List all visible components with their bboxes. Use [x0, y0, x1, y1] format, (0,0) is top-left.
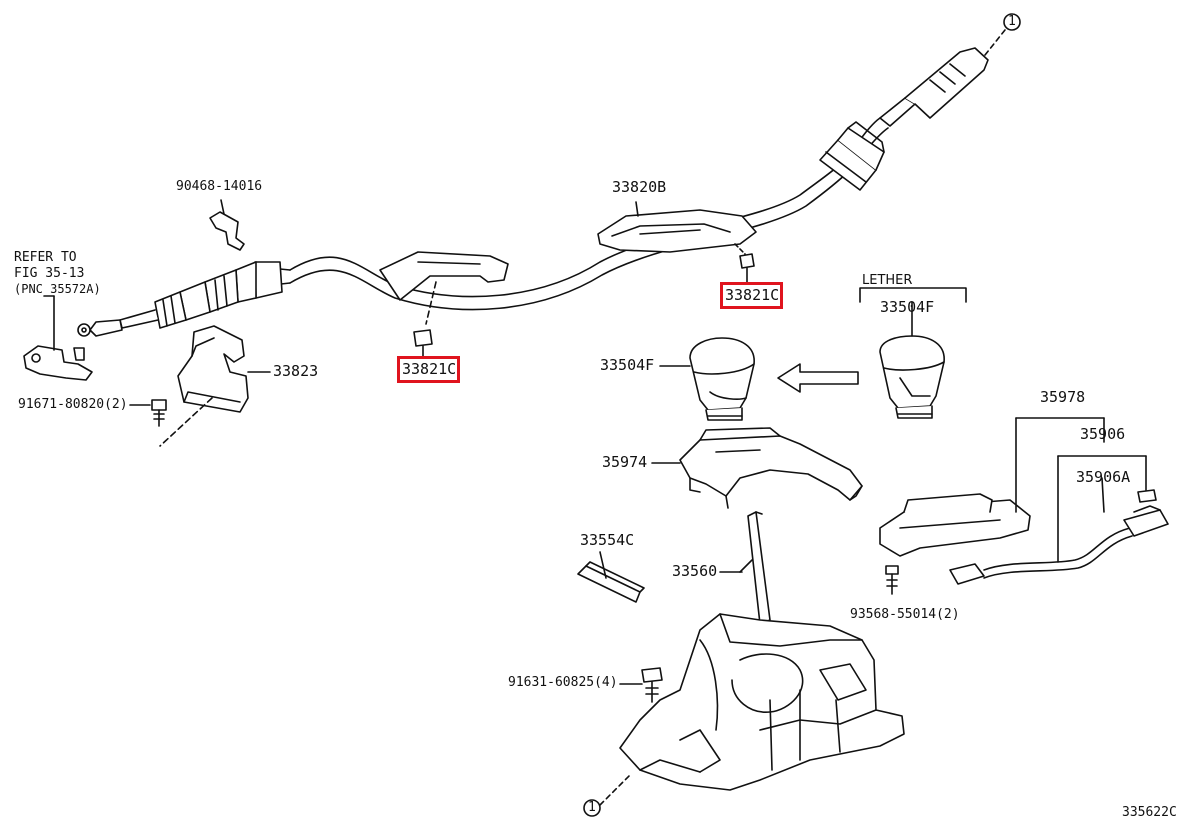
ref-marker-top	[1003, 13, 1021, 31]
label-33820b: 33820B	[612, 178, 667, 196]
label-33504f-left: 33504F	[600, 356, 655, 374]
ref-marker-top-label: 1	[1008, 14, 1016, 29]
label-35906a: 35906A	[1076, 468, 1131, 486]
label-91671-80820: 91671-80820(2)	[18, 397, 128, 412]
cover-33554c	[577, 551, 645, 603]
figure-id: 335622C	[1122, 805, 1177, 820]
label-35906: 35906	[1080, 425, 1126, 443]
label-91631-60825: 91631-60825(4)	[508, 675, 618, 690]
highlight-33821c-right	[720, 282, 783, 309]
label-33560: 33560	[672, 562, 718, 580]
shift-knob-left	[659, 337, 755, 421]
wire-harness-35906	[949, 455, 1169, 585]
label-refer-line2: FIG 35-13	[14, 266, 85, 281]
label-35978: 35978	[1040, 388, 1086, 406]
label-33504f-right: 33504F	[880, 298, 935, 316]
cable-bracket-mid	[379, 251, 509, 357]
bracket-33820b	[597, 201, 757, 283]
bracket-refer	[23, 295, 93, 381]
highlight-33821c-left	[397, 356, 460, 383]
shift-cable-assembly	[77, 29, 1006, 337]
lether-bracket	[859, 287, 967, 303]
shift-switch-35978	[879, 417, 1105, 595]
ref-marker-bottom	[583, 799, 601, 817]
label-35974: 35974	[602, 453, 648, 471]
bracket-33823	[129, 325, 271, 447]
clip-90468	[209, 199, 245, 251]
label-lether: LETHER	[862, 273, 913, 288]
shift-indicator-35974	[651, 427, 863, 509]
shift-knob-right	[879, 301, 945, 419]
ref-marker-bottom-label: 1	[588, 800, 596, 815]
label-33554c: 33554C	[580, 531, 635, 549]
label-refer-line1: REFER TO	[14, 250, 77, 265]
shift-lever-33560	[599, 511, 905, 806]
label-33823: 33823	[273, 362, 319, 380]
label-33821c-left: 33821C	[402, 360, 457, 378]
replacement-arrow	[777, 363, 859, 393]
label-90468-14016: 90468-14016	[176, 179, 263, 194]
label-33821c-right: 33821C	[725, 286, 780, 304]
label-93568-55014: 93568-55014(2)	[850, 607, 960, 622]
label-refer-line3: (PNC 35572A)	[14, 282, 101, 296]
